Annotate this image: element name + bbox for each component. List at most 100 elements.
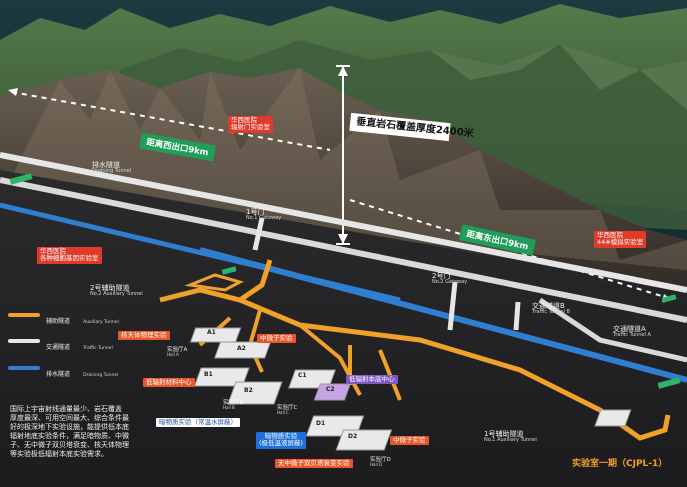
traffic-b-label: 交通隧道B Traffic Tunnel B <box>532 302 570 316</box>
double-beta-tag: 无中微子双贝塔衰变实验 <box>275 459 353 469</box>
description-line-6: 等实验极低辐射本底实验需求。 <box>10 450 108 459</box>
pit-a-en: Hall A <box>167 352 179 358</box>
traffic-link-b <box>513 301 521 331</box>
traffic-tunnel-lower <box>0 177 687 323</box>
east-far-line2: 44#模拟实验室 <box>597 238 644 247</box>
low-rad-mat-tag: 低辐射材料中心 <box>143 378 195 388</box>
drainage-en: Draining Tunnel <box>92 168 132 175</box>
pit-c-label: 实验厅C Hall C <box>277 405 297 416</box>
lab-phase-title: 实验室一期（CJPL-1） <box>572 459 668 469</box>
hall-b2-label: B2 <box>244 387 253 394</box>
dashed-line-west <box>11 91 331 151</box>
legend-aux-bar <box>8 313 40 317</box>
hall-b2 <box>227 381 283 405</box>
hall-c2-label: C2 <box>326 386 335 393</box>
aux1-label: 1号辅助隧道 No.1 Auxiliary Tunnel <box>484 430 537 444</box>
traffic-tunnel-upper <box>0 152 687 293</box>
low-rad-bg-tag: 低辐射本底中心 <box>346 375 398 385</box>
drainage-label: 排水隧道 Draining Tunnel <box>92 161 131 175</box>
aux1-en: No.1 Auxiliary Tunnel <box>484 437 537 444</box>
gate2-label: 2号门 No.2 Gateway <box>432 272 467 286</box>
pit-b-cn: 实验厅B <box>223 400 244 406</box>
draining-tunnel-main <box>199 247 687 383</box>
aux2-cn: 2号辅助隧道 <box>90 284 130 292</box>
legend-drain-label: 排水隧道 Draining Tunnel <box>46 362 118 380</box>
legend-traffic-bar <box>8 339 40 343</box>
legend-traffic-label: 交通隧道 Traffic Tunnel <box>46 335 113 353</box>
hall-c2 <box>313 383 351 401</box>
aux-tunnel-main <box>239 297 671 441</box>
dark-matter-liquid-line2: (极低温液屏蔽) <box>259 439 304 448</box>
gate1-cn: 1号门 <box>246 208 265 216</box>
green-highlights <box>430 44 687 110</box>
measure-arrow-top <box>338 66 348 76</box>
hall-b1-label: B1 <box>204 371 213 378</box>
description-line-3: 好的极深地下实验设施，能提供低本底 <box>10 423 129 432</box>
traffic-b-cn: 交通隧道B <box>532 302 565 310</box>
east-far-line1: 华西医院 <box>597 231 623 239</box>
pit-c-cn: 实验厅C <box>277 405 298 411</box>
legend-drain-cn: 排水隧道 <box>46 371 71 378</box>
aux2-label: 2号辅助隧道 No.2 Auxiliary Tunnel <box>90 284 143 298</box>
gate-1-link <box>252 217 265 251</box>
neutrino-right-tag: 中微子实验 <box>390 436 429 446</box>
traffic-b-en: Traffic Tunnel B <box>532 309 570 316</box>
hall-d2 <box>335 429 393 451</box>
aux-loop <box>184 273 245 292</box>
description-line-5: 子、无中微子双贝塔衰变、核天体物理 <box>10 441 129 450</box>
description-line-2: 厚度最深、可用空间最大、综合条件最 <box>10 414 129 423</box>
hall-d2-label: D2 <box>348 433 358 440</box>
legend-drain-bar <box>8 366 40 370</box>
west-far-line2: 各种细胞基因实验室 <box>40 254 99 263</box>
nuclear-astro-tag: 核天体物理实验 <box>118 331 170 341</box>
hall-d1-label: D1 <box>316 420 326 427</box>
west-lab-tag: 华西医院 辐射门实验室 <box>228 116 273 133</box>
gate1-en: No.1 Gateway <box>246 215 282 222</box>
description: 国际上宇宙射线通量最少、岩石覆盖 厚度最深、可用空间最大、综合条件最 好的极深地… <box>10 405 129 460</box>
lab-phase-box <box>594 409 632 427</box>
gate-2-link <box>447 281 458 331</box>
legend-aux-en: Auxiliary Tunnel <box>83 320 119 325</box>
hall-c1-label: C1 <box>298 372 307 379</box>
hall-a1 <box>189 327 242 343</box>
aux2-en: No.2 Auxiliary Tunnel <box>90 291 143 298</box>
pit-c-en: Hall C <box>277 410 289 416</box>
dark-matter-liquid-line1: 暗物质实验 <box>264 432 298 440</box>
east-far-tag: 华西医院 44#模拟实验室 <box>594 231 647 248</box>
dark-matter-liquid-tag: 暗物质实验 (极低温液屏蔽) <box>256 432 307 449</box>
hall-a2-label: A2 <box>237 345 246 352</box>
legend-aux-label: 辅助隧道 Auxiliary Tunnel <box>46 309 119 327</box>
traffic-a-cn: 交通隧道A <box>613 325 646 333</box>
pit-d-cn: 实验厅D <box>370 457 391 463</box>
east-upper-marker <box>661 294 677 303</box>
hall-a2 <box>214 341 272 359</box>
west-far-line1: 华西医院 <box>40 247 66 255</box>
pit-a-cn: 实验厅A <box>167 347 188 353</box>
pit-a-label: 实验厅A Hall A <box>167 347 187 358</box>
hall-a1-label: A1 <box>207 329 216 336</box>
east-entrance-marker <box>657 377 681 389</box>
traffic-a-label: 交通隧道A Traffic Tunnel A <box>613 325 651 339</box>
west-lab-line1: 华西医院 <box>231 116 257 124</box>
west-entrance-marker <box>9 173 33 185</box>
pit-b-label: 实验厅B Hall B <box>223 400 243 411</box>
description-line-1: 国际上宇宙射线通量最少、岩石覆盖 <box>10 405 122 413</box>
legend-traffic-en: Traffic Tunnel <box>83 346 113 351</box>
legend-aux-cn: 辅助隧道 <box>46 318 71 325</box>
dark-matter-water-tag: 暗物质实验（常温水屏蔽） <box>156 418 240 428</box>
description-line-4: 辐射地底实验条件，满足暗物质、中微 <box>10 432 129 441</box>
pit-d-en: Hall D <box>370 462 383 468</box>
hall-b1 <box>193 367 250 387</box>
west-far-tag: 华西医院 各种细胞基因实验室 <box>37 247 102 264</box>
traffic-a-en: Traffic Tunnel A <box>613 332 651 339</box>
legend-drain-en: Draining Tunnel <box>83 373 119 378</box>
measure-arrow-bottom <box>338 234 348 244</box>
west-lab-line2: 辐射门实验室 <box>231 123 270 132</box>
mid-entrance-marker <box>221 266 237 275</box>
pit-d-label: 实验厅D Hall D <box>370 457 391 468</box>
gate2-en: No.2 Gateway <box>432 279 468 286</box>
pit-b-en: Hall B <box>223 405 235 411</box>
legend-traffic-cn: 交通隧道 <box>46 344 71 351</box>
